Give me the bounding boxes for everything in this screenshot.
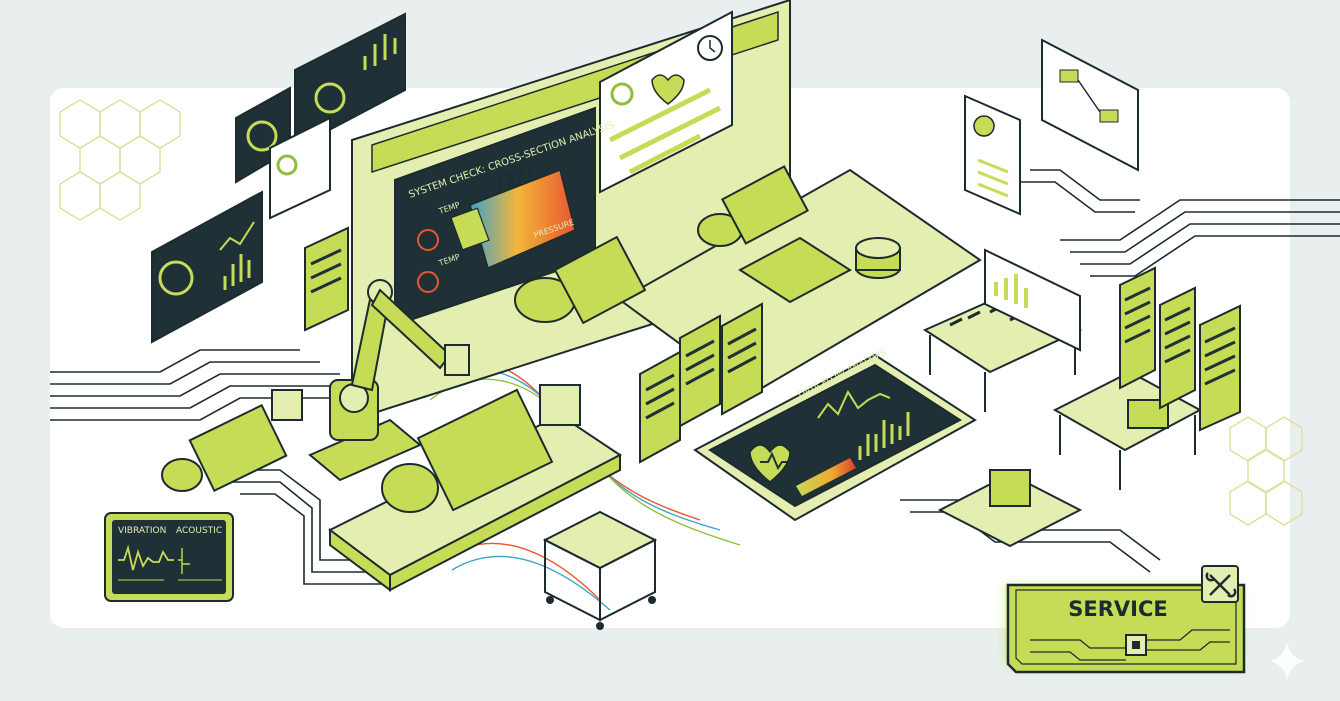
waveform-panel: VIBRATION ACOUSTIC bbox=[104, 512, 234, 602]
hexagon-pattern-left bbox=[59, 99, 181, 221]
service-badge[interactable]: SERVICE bbox=[1005, 565, 1246, 674]
gear-icon bbox=[610, 82, 634, 106]
server-racks-right bbox=[1119, 266, 1241, 432]
floating-panels-left bbox=[151, 12, 406, 344]
acoustic-label: ACOUSTIC bbox=[176, 526, 222, 536]
robotic-arm bbox=[308, 279, 470, 482]
sparkle-icon bbox=[1269, 642, 1305, 680]
engine-heatmap bbox=[450, 165, 576, 270]
temperature-gauge bbox=[417, 229, 439, 251]
tool-cart bbox=[542, 510, 658, 630]
floating-documents-right bbox=[964, 38, 1139, 216]
data-flow-tablet: DATA FLOW ANALYSIS bbox=[693, 348, 977, 522]
wrench-screwdriver-icon bbox=[1205, 572, 1237, 598]
heart-pulse-icon bbox=[651, 74, 685, 105]
vibration-waveform bbox=[118, 544, 174, 571]
vibration-label: VIBRATION bbox=[118, 526, 166, 536]
temperature-gauge-2 bbox=[417, 271, 439, 293]
chip-icon bbox=[1125, 634, 1147, 656]
hexagon-pattern-right bbox=[1229, 416, 1303, 526]
gear-icon-panel bbox=[276, 154, 298, 176]
server-racks-center bbox=[304, 226, 763, 464]
circuit-lines-left bbox=[50, 349, 400, 585]
generator-left bbox=[161, 389, 303, 493]
heart-pulse-icon-tablet bbox=[749, 444, 791, 483]
acoustic-waveform bbox=[178, 548, 190, 574]
service-label: SERVICE bbox=[1068, 597, 1167, 621]
pie-chart-icon bbox=[973, 115, 995, 137]
test-bench bbox=[328, 384, 622, 592]
circuit-lines-right bbox=[900, 169, 1340, 573]
